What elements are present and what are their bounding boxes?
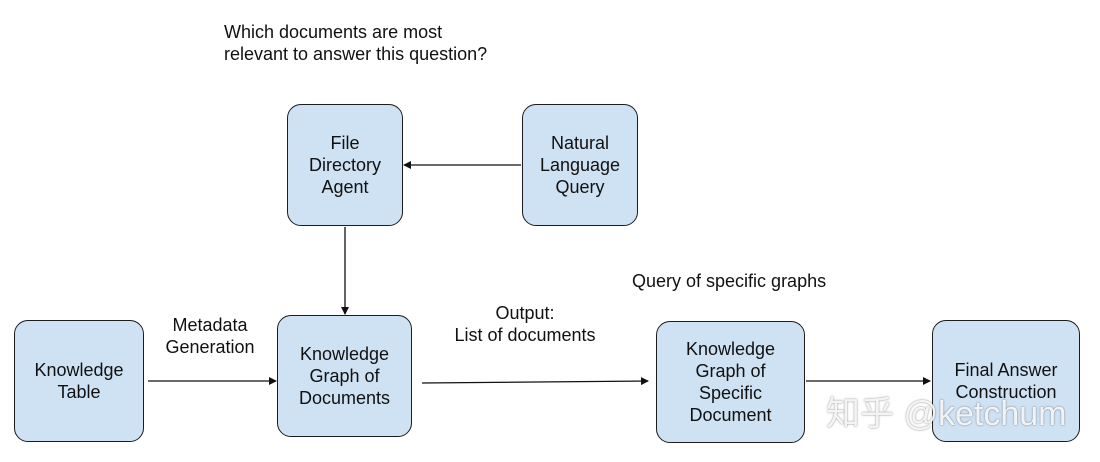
natural-language-query-label: Natural Language Query xyxy=(539,133,621,197)
knowledge-graph-of-documents-node[interactable]: Knowledge Graph of Documents xyxy=(277,315,412,437)
knowledge-graph-specific-document-label: Knowledge Graph of Specific Document xyxy=(685,339,776,425)
final-answer-construction-label: Final Answer Construction xyxy=(954,360,1058,402)
edge-kg-documents-to-kg-specific xyxy=(421,377,649,386)
query-specific-graphs-label: Query of specific graphs xyxy=(632,271,827,291)
question-annotation: Which documents are most relevant to ans… xyxy=(224,22,488,64)
final-answer-construction-node[interactable]: Final Answer Construction xyxy=(932,320,1080,442)
file-directory-agent-node[interactable]: File Directory Agent xyxy=(287,104,403,226)
metadata-generation-label: Metadata Generation xyxy=(165,315,255,357)
knowledge-table-node[interactable]: Knowledge Table xyxy=(14,320,144,442)
output-label: Output: List of documents xyxy=(454,303,596,345)
knowledge-table-label: Knowledge Table xyxy=(34,360,124,402)
natural-language-query-node[interactable]: Natural Language Query xyxy=(522,104,638,226)
knowledge-graph-of-documents-label: Knowledge Graph of Documents xyxy=(298,344,391,408)
knowledge-graph-specific-document-node[interactable]: Knowledge Graph of Specific Document xyxy=(656,321,805,443)
watermark: 知乎 @ketchum xyxy=(826,395,1067,433)
file-directory-agent-label: File Directory Agent xyxy=(308,133,381,197)
